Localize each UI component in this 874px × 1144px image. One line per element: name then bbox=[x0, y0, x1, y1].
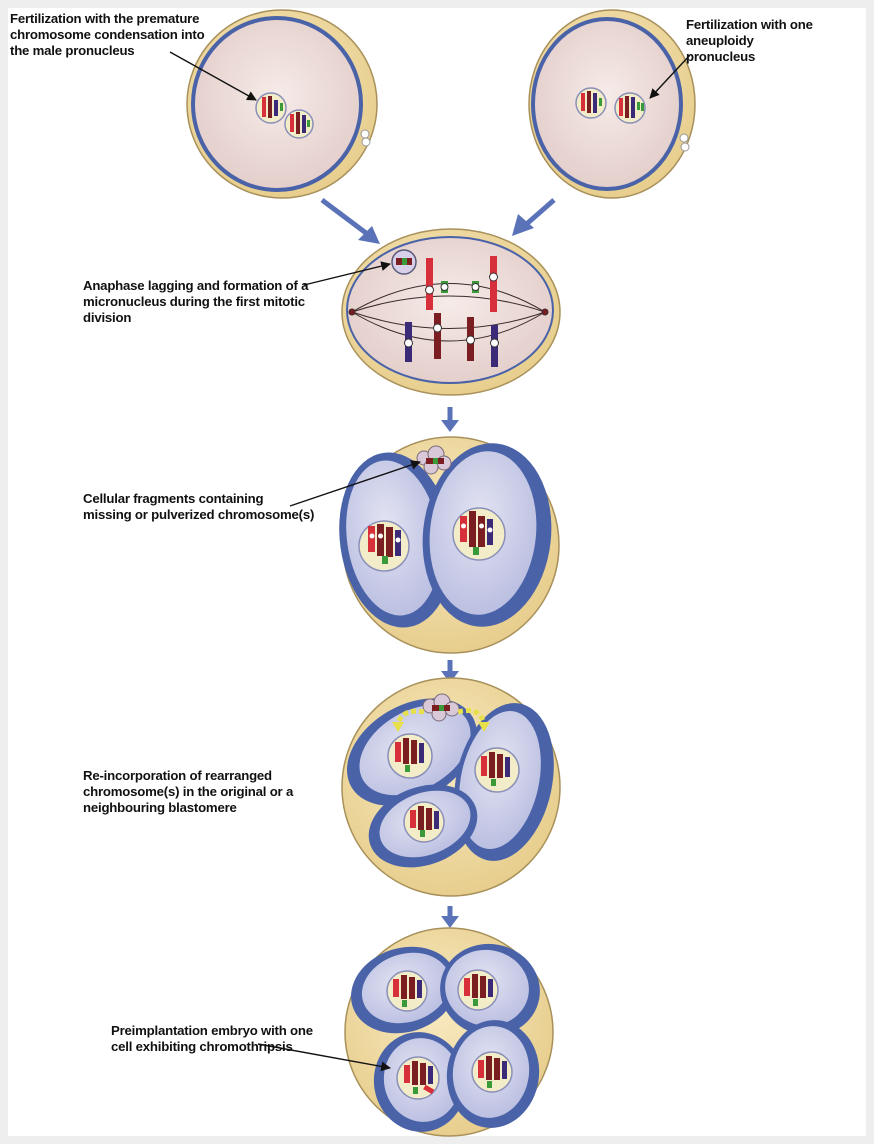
zygote-right bbox=[529, 10, 695, 198]
down-arrow-icon bbox=[441, 407, 459, 432]
four-cell-embryo bbox=[340, 928, 553, 1139]
three-cell-embryo bbox=[328, 676, 568, 896]
male-pronucleus bbox=[256, 93, 286, 123]
down-arrow-icon bbox=[441, 906, 459, 928]
down-arrow-icon bbox=[322, 200, 380, 244]
mitotic-zygote bbox=[342, 229, 560, 395]
label-cellular-fragments: Cellular fragments containing missing or… bbox=[83, 491, 333, 523]
label-fertilization-premature: Fertilization with the premature chromos… bbox=[10, 11, 250, 59]
label-preimplantation: Preimplantation embryo with one cell exh… bbox=[111, 1023, 331, 1055]
down-arrow-icon bbox=[512, 200, 554, 236]
female-pronucleus bbox=[285, 110, 313, 138]
pronucleus-normal bbox=[576, 88, 606, 118]
two-cell-embryo bbox=[328, 437, 560, 653]
micronucleus bbox=[392, 250, 416, 274]
label-anaphase-lagging: Anaphase lagging and formation of a micr… bbox=[83, 278, 313, 326]
label-fertilization-aneuploidy: Fertilization with one aneuploidy pronuc… bbox=[686, 17, 870, 65]
pronucleus-aneuploid bbox=[615, 93, 645, 123]
label-reincorporation: Re-incorporation of rearranged chromosom… bbox=[83, 768, 333, 816]
